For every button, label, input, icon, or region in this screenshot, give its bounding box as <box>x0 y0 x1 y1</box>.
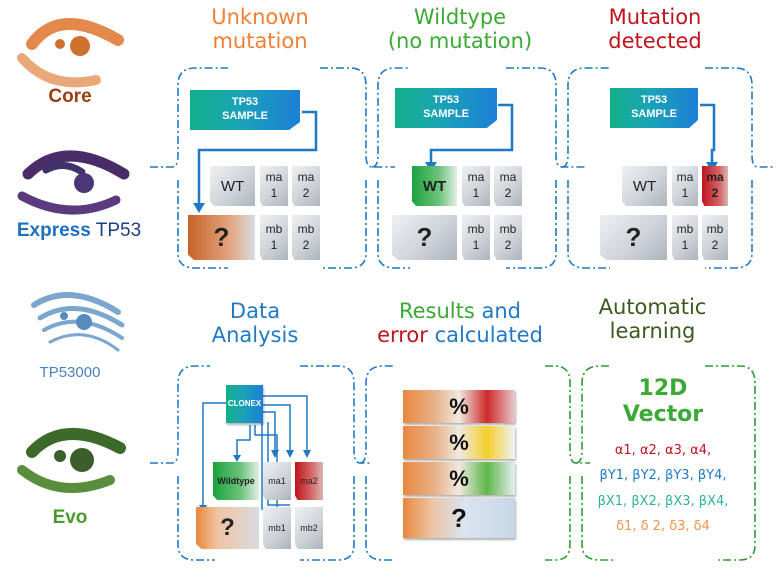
ma2-cell: ma 2 <box>292 166 320 206</box>
sample-line2: SAMPLE <box>631 108 677 120</box>
unknown-query-cell: ? <box>188 215 255 260</box>
mb2-cell: mb 2 <box>494 215 522 260</box>
detected-title-line2: detected <box>608 28 702 53</box>
vector-line2: Vector <box>622 401 704 427</box>
wildtype-title: Wildtype (no mutation) <box>370 5 550 53</box>
result-bar-green: % <box>403 462 515 495</box>
wt-cell: WT <box>210 166 255 206</box>
clonex-box: CLONEX <box>226 385 263 423</box>
and-word: and <box>481 299 522 323</box>
results-title-line2: error calculated <box>370 322 550 348</box>
data-analysis-title: Data Analysis <box>185 299 325 347</box>
wildtype-cell: Wildtype <box>213 462 259 500</box>
sample-line2: SAMPLE <box>423 108 469 120</box>
vector-row-beta-y: βY1, βY2, βY3, βY4, <box>599 468 727 483</box>
ma2-cell-highlighted: ma2 <box>295 462 323 500</box>
learning-title: Automatic learning <box>590 295 715 343</box>
tp53000-logo <box>31 292 125 352</box>
detected-query-cell: ? <box>600 215 667 260</box>
results-title: Results and error calculated <box>370 299 550 348</box>
result-bar-unknown: ? <box>403 498 515 538</box>
vector-row-delta: δ1, δ 2, δ3, δ4 <box>616 519 710 534</box>
ma1-cell: ma 1 <box>462 166 490 206</box>
evo-label: Evo <box>52 507 88 528</box>
ma1-cell: ma1 <box>263 462 291 500</box>
mutation-detected-title: Mutation detected <box>580 5 730 53</box>
vector-row-beta-x: βX1, βX2, βX3, βX4, <box>597 494 729 509</box>
express-label-rest: TP53 <box>95 220 142 241</box>
wt-cell: WT <box>622 166 667 206</box>
vector-line1: 12D <box>638 376 688 401</box>
wildtype-title-line2: (no mutation) <box>387 28 533 53</box>
ma1-cell: ma 1 <box>260 166 288 206</box>
result-bar-red: % <box>403 390 515 423</box>
evo-logo <box>17 427 126 493</box>
detected-title-line1: Mutation <box>608 5 702 29</box>
core-label: Core <box>48 86 92 107</box>
ma2-cell: ma 2 <box>494 166 522 206</box>
learning-title-line2: learning <box>609 318 696 343</box>
results-title-line1: Results and <box>370 299 550 324</box>
mb2-cell: mb 2 <box>292 215 320 260</box>
analysis-title-line1: Data <box>229 299 281 323</box>
result-bar-yellow: % <box>403 426 515 459</box>
wildtype-title-line1: Wildtype <box>413 5 507 29</box>
learning-title-line1: Automatic <box>598 295 707 319</box>
mb1-cell: mb 1 <box>672 215 698 260</box>
core-logo <box>17 17 124 88</box>
sample-line1: TP53 <box>432 94 460 107</box>
mb2-cell: mb 2 <box>702 215 728 260</box>
express-label-bold: Express <box>16 220 91 241</box>
express-logo <box>17 150 130 215</box>
sample-line1: TP53 <box>640 94 668 107</box>
wildtype-query-cell: ? <box>392 215 457 260</box>
vector-row-alpha: α1, α2, α3, α4, <box>614 443 712 458</box>
analysis-title-line2: Analysis <box>211 322 299 347</box>
tp53000-label: TP53000 <box>39 364 101 381</box>
results-word: Results <box>398 299 475 323</box>
mb2-cell: mb2 <box>295 507 323 549</box>
mb1-cell: mb1 <box>263 507 291 549</box>
mb1-cell: mb 1 <box>260 215 288 260</box>
express-label: Express TP53 <box>4 220 154 242</box>
wt-cell-highlighted: WT <box>412 166 457 206</box>
ma1-cell: ma 1 <box>672 166 698 206</box>
unknown-mutation-title: Unknown mutation <box>170 5 350 53</box>
error-word: error <box>377 322 428 347</box>
ma2-cell-highlighted: ma 2 <box>702 166 728 206</box>
unknown-title-line1: Unknown <box>211 5 309 29</box>
sample-line1: TP53 <box>231 96 259 109</box>
calculated-word: calculated <box>434 322 543 347</box>
unknown-title-line2: mutation <box>212 28 308 53</box>
mb1-cell: mb 1 <box>462 215 490 260</box>
vector-title: 12D Vector <box>608 376 718 428</box>
analysis-query-cell: ? <box>196 507 259 549</box>
sample-line2: SAMPLE <box>222 110 268 122</box>
